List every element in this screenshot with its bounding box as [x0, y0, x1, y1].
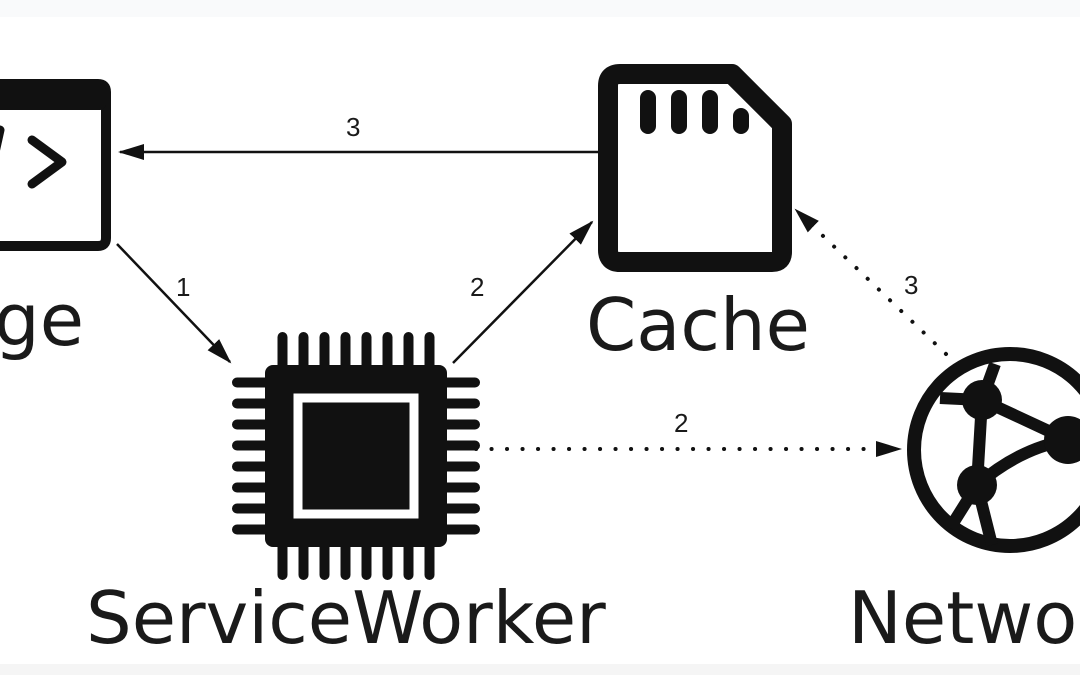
chip-die-outline	[293, 393, 419, 519]
edge-label-2-solid: 2	[470, 272, 484, 302]
chip-body	[265, 365, 447, 547]
edge-serviceworker-to-cache: 2	[452, 220, 594, 364]
bottom-bar	[0, 664, 1080, 675]
page-node: ge	[0, 79, 111, 362]
network-label: Netwo	[848, 576, 1077, 660]
edge-label-2-dotted: 2	[674, 408, 688, 438]
serviceworker-label: ServiceWorker	[86, 576, 606, 660]
edge-cache-to-page: 3	[118, 112, 598, 160]
cache-node: Cache	[586, 64, 810, 367]
edge-network-to-cache: 3	[794, 208, 948, 356]
edge-serviceworker-to-network: 2	[474, 408, 902, 457]
edge-page-to-serviceworker: 1	[116, 243, 232, 364]
edge-label-3-top: 3	[346, 112, 360, 142]
network-globe-icon	[907, 347, 1080, 553]
cpu-chip-icon	[232, 332, 480, 580]
top-bar	[0, 0, 1080, 17]
network-node: Netwo	[848, 347, 1080, 660]
serviceworker-node: ServiceWorker	[86, 332, 606, 660]
edge-label-1: 1	[176, 272, 190, 302]
browser-code-icon	[0, 79, 111, 251]
cache-label: Cache	[586, 283, 810, 367]
sd-card-icon	[598, 64, 792, 272]
page-label: ge	[0, 278, 84, 362]
edge-label-3-dotted: 3	[904, 270, 918, 300]
